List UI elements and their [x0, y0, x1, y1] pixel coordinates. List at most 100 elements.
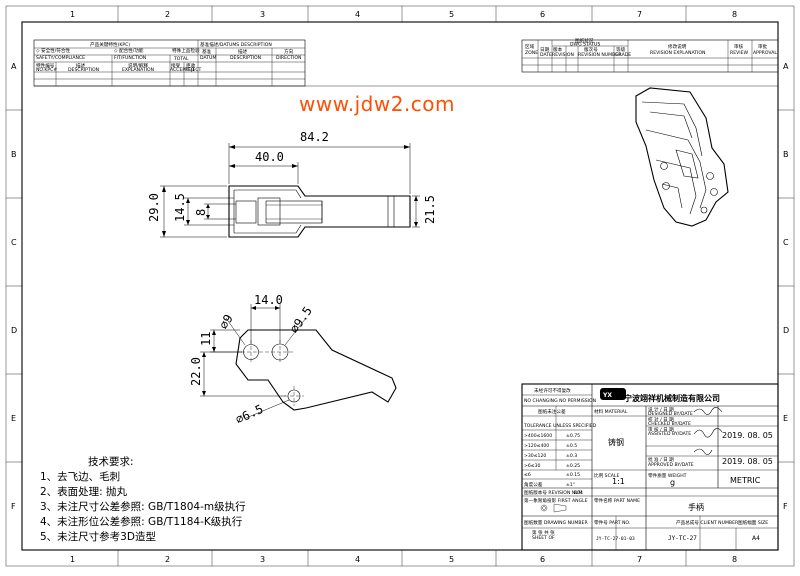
grid-row-a-right: A [783, 62, 789, 71]
grid-row-b-right: B [783, 150, 789, 159]
tech-note-4: 4、未注形位公差参照: GB/T1184-K级执行 [40, 515, 243, 528]
logo-letters: YX [602, 392, 612, 399]
designed-label: 设 计 / 日 期 [648, 406, 674, 413]
tol-range-2: >120≤400 [524, 443, 549, 449]
datum-title: 基准描述/DATUMS DESCRIPTION [200, 41, 272, 48]
rev-expl-en: REVISION EXPLANATION [650, 50, 705, 56]
tol-range-1: >400≤1600 [524, 433, 552, 439]
watermark-text: www.jdw2.com [299, 92, 455, 116]
rev-date-en: DATE [540, 52, 552, 58]
material-label: 材料 MATERIAL [594, 408, 628, 415]
grid-col-1: 1 [70, 10, 75, 19]
grid-col-4: 4 [355, 10, 360, 19]
technical-notes: 技术要求: 1、去飞边、毛刺 2、表面处理: 抛丸 3、未注尺寸公差参照: GB… [40, 455, 246, 543]
signature-3 [693, 448, 713, 455]
dim-8: 8 [194, 209, 208, 216]
kpc-title: 产品关键特性(KPC) [90, 41, 130, 48]
profile-view: 14.0 ⌀9 ⌀9.5 ⌀6.5 11 22.0 [189, 293, 397, 427]
datum-desc-en: DESCRIPTION [230, 55, 261, 61]
dim-22: 22.0 [189, 357, 203, 386]
rev-revision-en: REVISION [552, 52, 574, 58]
angle-value: ±1° [566, 482, 575, 488]
kpc-col-accept: 接受 [171, 62, 181, 69]
grid-row-c: C [11, 238, 17, 247]
datum-col: 基准 [202, 48, 212, 55]
rev-date: 日期 [540, 47, 550, 53]
tol-title: 图纸未注公差 [538, 408, 566, 415]
kpc-safety: ◇ 安全性/符合性 [36, 47, 71, 54]
dim-29: 29.0 [147, 193, 161, 222]
tech-notes-title: 技术要求: [88, 455, 134, 468]
approved-label-en: APPROVED BY/DATE [648, 462, 694, 468]
sheet-text: 第 张 共 张 [532, 529, 555, 536]
grid-col-7-bottom: 7 [637, 555, 642, 564]
kpc-col-reject: 拒收 [186, 62, 196, 69]
grid-row-f: F [11, 502, 16, 511]
approved-label: 批 准 / 日 期 [648, 456, 674, 463]
trim-border [5, 5, 795, 567]
dim-hole-9: ⌀9 [216, 312, 235, 332]
grid-row-e: E [11, 414, 16, 423]
dim-84-2: 84.2 [300, 130, 329, 144]
checked-label-en: CHECKED BY/DATE [648, 421, 691, 427]
kpc-col-no-en: NO.KPC# [36, 67, 57, 73]
size-value: A4 [752, 535, 760, 542]
rev-zone: 区域 [525, 43, 535, 50]
rev-num-value: B01 [574, 490, 583, 496]
grid-col-5-bottom: 5 [449, 555, 454, 564]
kpc-col-accept-en: ACCEPTED [170, 67, 195, 73]
rev-number: 版次号 [584, 46, 598, 53]
isometric-view [635, 87, 729, 227]
grid-col-8-bottom: 8 [732, 555, 737, 564]
first-angle-label: 第一象限角投影 FIRST ANGLE [524, 497, 588, 504]
kpc-col-expl-en: EXPLANATION [122, 67, 154, 73]
copy-notice: 未经许可不得复改 [534, 387, 571, 394]
tol-value-5: ±0.15 [566, 472, 580, 478]
kpc-col-expl: 说明/解释 [128, 62, 148, 69]
material-value: 铸钢 [608, 437, 624, 447]
unit-value: METRIC [730, 476, 761, 485]
datum-col-en: DATUM [200, 55, 216, 61]
dim-40: 40.0 [255, 150, 284, 164]
kpc-fit-en: FIT/FUNCTION [114, 55, 146, 61]
rev-number-en: REVISION NUMBER [578, 52, 622, 58]
grid-row-e-right: E [783, 414, 788, 423]
grid-col-2-bottom: 2 [165, 555, 170, 564]
scale-value: 1:1 [612, 477, 625, 486]
rev-grade-en: GRADE [615, 52, 631, 58]
part-no: JY-TC-27-01-03 [596, 536, 635, 542]
kpc-safety-en: SAFETY/COMPLIANCE [36, 55, 85, 61]
tol-value-3: ±0.3 [566, 453, 577, 459]
part-name: 手柄 [688, 502, 704, 512]
kpc-col-desc: 描述 [76, 62, 86, 69]
tol-title-en: TOLERANCE UNLESS SPECIFIED [523, 423, 597, 429]
rev-review: 审核 [734, 43, 744, 50]
rev-status: 图纸状况 [575, 37, 594, 44]
angle-label: 角度公差 [524, 481, 543, 488]
title-block: 未经许可不得复改 NO CHANGING NO PERMISSION YX 宁波… [521, 383, 779, 551]
grid-col-8: 8 [732, 10, 737, 19]
kpc-special: 特殊上品检验 [172, 47, 200, 54]
dim-21-5: 21.5 [423, 195, 437, 224]
grid-col-7: 7 [637, 10, 642, 19]
sheet-en: SHEET OF [532, 535, 555, 541]
tol-range-5: ≤6 [524, 472, 531, 478]
assisted-label-en: ASSISTED BY/DATE [648, 431, 691, 437]
datum-dir-en: DIRECTION [276, 55, 301, 61]
rev-grade: 等级 [616, 46, 626, 53]
client-no: JY-TC-27 [668, 535, 697, 542]
designed-label-en: DESIGNED BY/DATE [648, 411, 693, 417]
rev-review-en: REVIEW [730, 50, 748, 56]
rev-status-en: DWG STATUS [570, 42, 600, 48]
scale-label: 比例 SCALE [594, 472, 619, 479]
tech-note-2: 2、表面处理: 抛丸 [40, 485, 128, 498]
front-view: 84.2 40.0 29.0 14.5 8 21.5 [147, 130, 437, 238]
weight-value: g [670, 478, 675, 487]
kpc-col-no: 特性编号 [36, 62, 55, 69]
kpc-fit: ◇ 配合性/功能 [114, 47, 144, 54]
dim-11: 11 [199, 332, 213, 346]
grid-row-f-right: F [783, 502, 788, 511]
grid-col-6-bottom: 6 [540, 555, 545, 564]
tol-range-4: >6≤30 [524, 463, 541, 469]
